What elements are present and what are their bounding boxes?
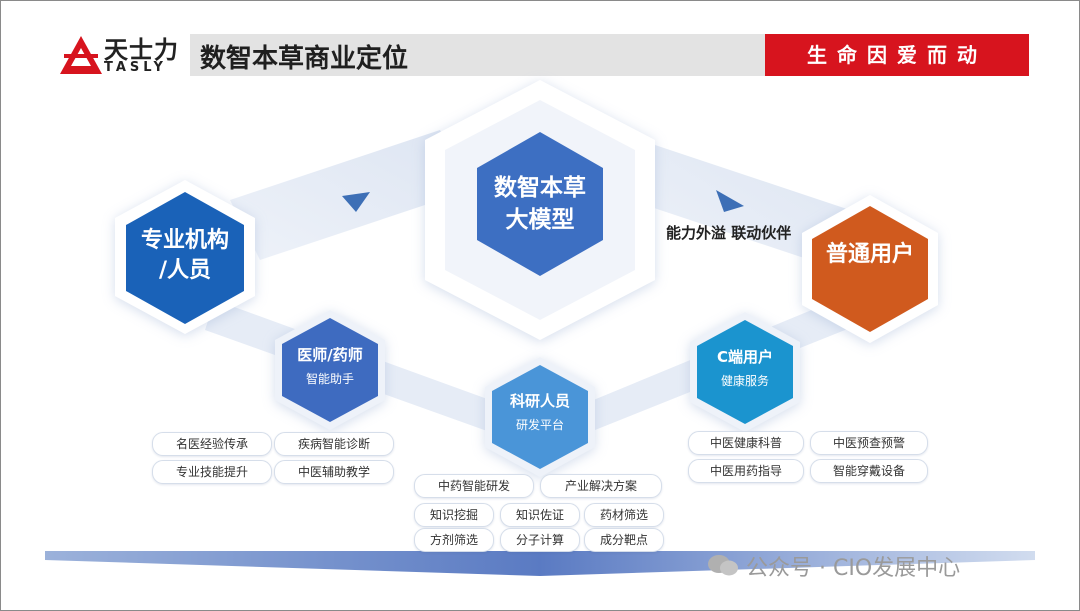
tag-doctor: 名医经验传承: [152, 432, 272, 456]
tag-consumer: 中医健康科普: [688, 431, 804, 455]
logo-english: TASLY: [104, 60, 167, 75]
tag-research: 产业解决方案: [540, 474, 662, 498]
tag-research: 药材筛选: [584, 503, 664, 527]
consumer-hexagon: [697, 320, 793, 424]
tag-research: 知识佐证: [500, 503, 580, 527]
tag-research: 分子计算: [500, 528, 580, 552]
left-node-line2: /人员: [158, 258, 212, 283]
tag-consumer: 中医用药指导: [688, 459, 804, 483]
tag-consumer: 智能穿戴设备: [810, 459, 928, 483]
slogan: 生命因爱而动: [807, 43, 987, 67]
research-title: 科研人员: [509, 392, 570, 410]
left-node-hexagon: [126, 192, 244, 324]
page-title: 数智本草商业定位: [200, 44, 409, 74]
research-label: 科研人员 研发平台: [492, 390, 588, 438]
consumer-sub: 健康服务: [720, 374, 769, 388]
tag-research: 中药智能研发: [414, 474, 534, 498]
research-hexagon: [492, 365, 588, 469]
bottom-band: [45, 551, 1035, 576]
slogan-bar: [765, 34, 1029, 76]
title-bar: [190, 34, 765, 76]
tag-research: 知识挖掘: [414, 503, 494, 527]
center-node-label: 数智本草 大模型: [477, 172, 603, 236]
doctor-title: 医师/药师: [297, 346, 363, 364]
consumer-label: C端用户 健康服务: [697, 346, 793, 394]
tag-doctor: 中医辅助教学: [274, 460, 394, 484]
tag-research: 方剂筛选: [414, 528, 494, 552]
left-node-line1: 专业机构: [140, 228, 229, 253]
watermark: 公众号 · CIO发展中心: [746, 556, 961, 581]
tag-doctor: 专业技能提升: [152, 460, 272, 484]
flow-label: 能力外溢 联动伙伴: [666, 224, 792, 242]
doctor-sub: 智能助手: [305, 372, 354, 386]
tag-consumer: 中医预查预警: [810, 431, 928, 455]
doctor-label: 医师/药师 智能助手: [282, 344, 378, 392]
tag-doctor: 疾病智能诊断: [274, 432, 394, 456]
doctor-hexagon: [282, 318, 378, 422]
arrow-right-icon: [342, 192, 370, 212]
center-node-hexagon: [477, 132, 603, 276]
right-node-label: 普通用户: [825, 242, 914, 267]
center-node-line1: 数智本草: [494, 175, 586, 201]
tag-research: 成分靶点: [584, 528, 664, 552]
tasly-logo-icon: [60, 36, 102, 74]
logo-chinese: 天士力: [104, 36, 179, 64]
arrow-right-icon: [716, 190, 744, 212]
right-node-hexagon: [812, 206, 928, 332]
center-node-line2: 大模型: [505, 207, 575, 233]
research-sub: 研发平台: [515, 418, 564, 432]
consumer-title: C端用户: [716, 348, 773, 366]
wechat-icon: [708, 555, 738, 576]
left-node-label: 专业机构 /人员: [126, 226, 244, 286]
